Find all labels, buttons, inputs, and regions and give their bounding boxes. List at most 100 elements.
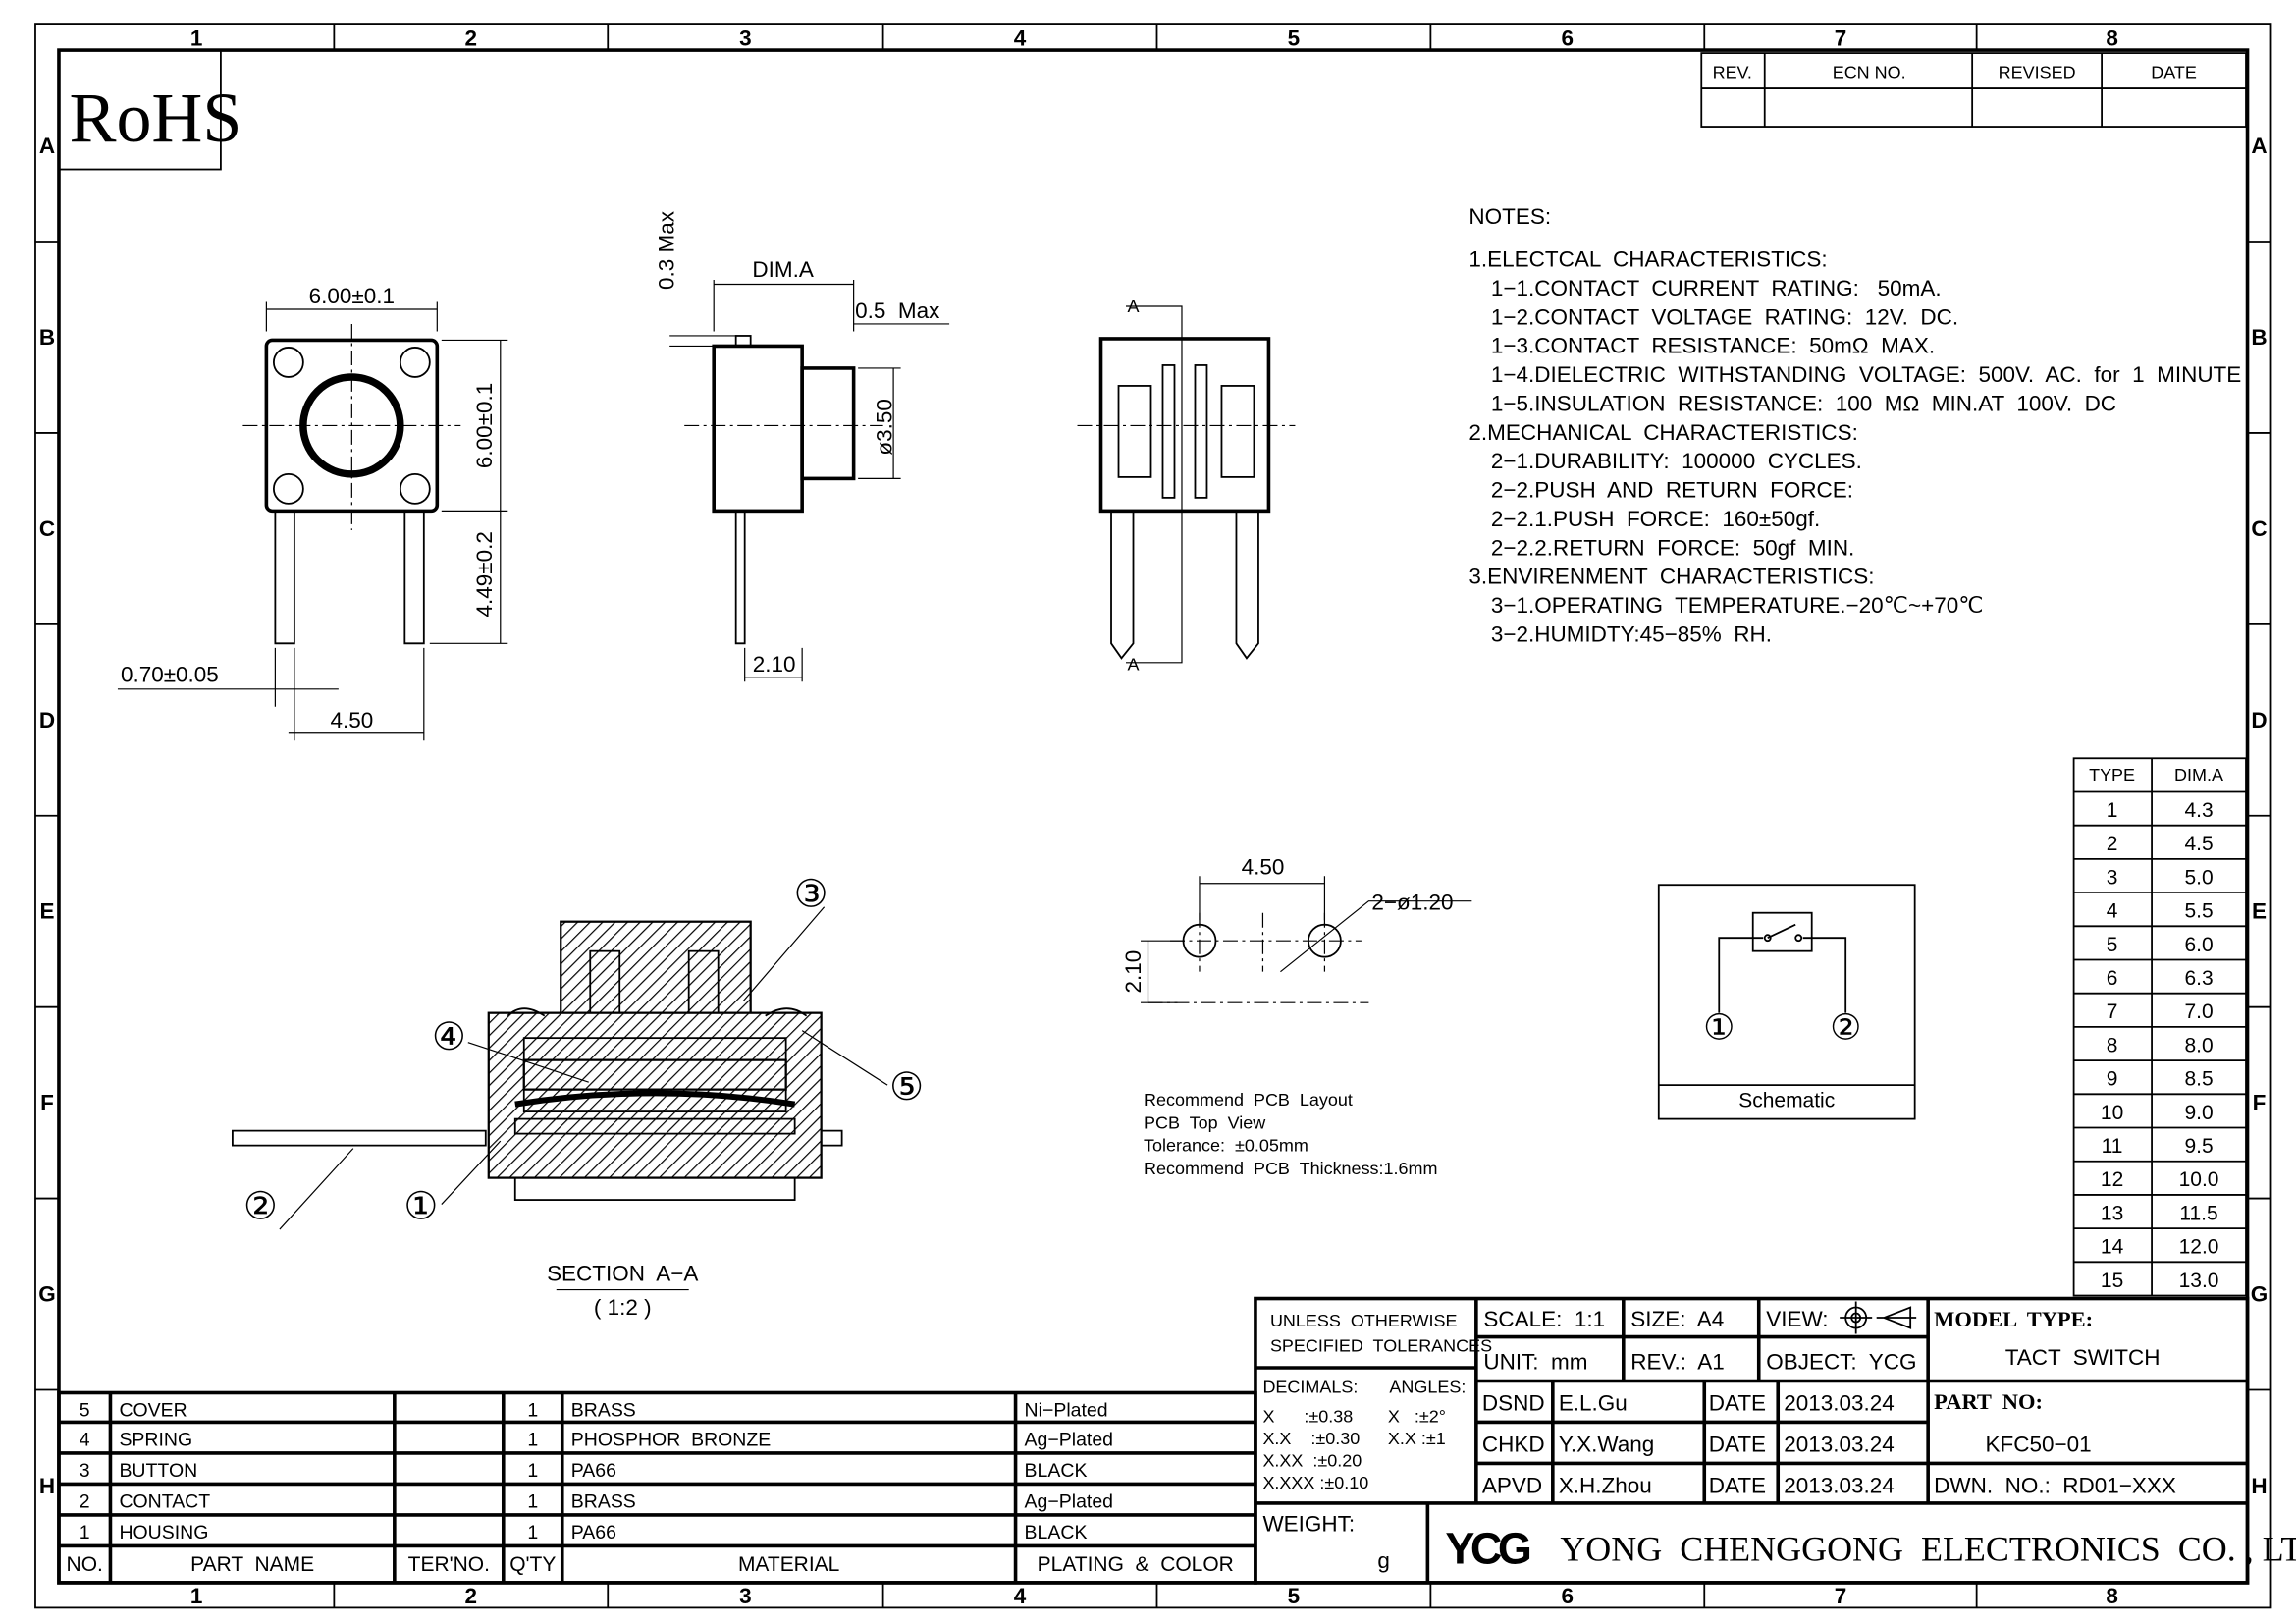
dim-a-cell: 7.0 [2184,1001,2213,1023]
zone-row-label: H [39,1474,55,1498]
zone-column-label: 5 [1288,1584,1301,1608]
signoff-date-label: DATE [1709,1473,1766,1497]
pcb-hole: 2−ø1.20 [1371,891,1453,915]
weight-unit: g [1377,1548,1390,1573]
parts-header: NO. [67,1553,103,1576]
view: VIEW: [1766,1307,1828,1331]
parts-header: Q'TY [509,1553,556,1576]
type-cell: 4 [2107,900,2118,923]
parts-cell: COVER [119,1399,187,1421]
zone-row-label: F [2253,1091,2267,1115]
dim-a-cell: 5.5 [2184,900,2213,923]
outer-border [34,23,2272,1609]
decimal-tol-3: X.XX :±0.20 [1262,1450,1362,1470]
zone-row-label: G [2251,1282,2269,1307]
dim-top-width: 6.00±0.1 [309,284,395,308]
zone-row-label: E [2252,899,2267,924]
dim-a-cell: 8.5 [2184,1068,2213,1091]
parts-cell: BRASS [571,1399,636,1421]
zone-row-label: A [2251,134,2267,158]
zone-row-label: C [39,516,55,541]
zone-row-label: B [2251,325,2267,350]
projection-symbol-icon [1840,1301,1917,1334]
parts-cell: 1 [527,1460,538,1482]
zone-row-label: D [39,708,55,732]
signoff-date: 2013.03.24 [1784,1432,1895,1456]
note-line: 3.ENVIRENMENT CHARACTERISTICS: [1468,565,1874,589]
parts-cell: Ag−Plated [1025,1490,1113,1512]
parts-header: PART NAME [190,1553,314,1576]
type-cell: 10 [2101,1102,2123,1124]
company-name: YONG CHENGGONG ELECTRONICS CO. , LTD. [1560,1529,2296,1568]
zone-column-label: 4 [1014,27,1027,51]
note-line: 3−2.HUMIDTY:45−85% RH. [1491,623,1772,647]
parts-cell: BUTTON [119,1460,197,1482]
angle-tol-2: X.X :±1 [1388,1429,1446,1448]
type-cell: 15 [2101,1270,2123,1292]
zone-column-label: 2 [465,1584,478,1608]
note-line: 1.ELECTCAL CHARACTERISTICS: [1468,246,1827,271]
zone-row-label: B [39,325,55,350]
signoff-name: Y.X.Wang [1559,1432,1655,1456]
parts-cell: 1 [527,1522,538,1543]
top-view: 6.00±0.1 6.00±0.1 4.49±0.2 0.70±0.05 4.5… [117,284,508,741]
dim-a-cell: 8.0 [2184,1034,2213,1056]
type-cell: 13 [2101,1202,2123,1224]
parts-header: PLATING & COLOR [1038,1553,1234,1576]
type-cell: 5 [2107,934,2118,956]
model-type: TACT SWITCH [2005,1345,2161,1370]
section-a-top: A [1128,297,1140,316]
parts-cell: BLACK [1025,1460,1088,1482]
notes: NOTES: 1.ELECTCAL CHARACTERISTICS:1−1.CO… [1468,204,2241,647]
type-cell: 9 [2107,1068,2118,1091]
zone-grid [34,24,2271,1608]
revision: REV.: A1 [1630,1350,1724,1375]
note-line: 1−1.CONTACT CURRENT RATING: 50mA. [1491,276,1942,300]
type-header: TYPE [2089,765,2135,785]
signoff-date-label: DATE [1709,1432,1766,1456]
zone-row-label: H [2251,1474,2267,1498]
signoff-date: 2013.03.24 [1784,1473,1895,1497]
dim-lead-pitch: 4.50 [330,708,373,732]
section-scale: ( 1:2 ) [594,1295,652,1320]
note-line: 3−1.OPERATING TEMPERATURE.−20℃~+70℃ [1491,593,1984,618]
pcb-note: Recommend PCB Layout [1144,1090,1353,1110]
dim-a-cell: 6.3 [2184,967,2213,990]
zone-row-label: A [39,134,55,158]
note-line: 2−2.1.PUSH FORCE: 160±50gf. [1491,507,1820,531]
schematic-pin-2: ② [1830,1007,1861,1048]
dim-a-cell: 6.0 [2184,934,2213,956]
dim-lead-length: 4.49±0.2 [472,531,497,617]
dim-a-cell: 10.0 [2179,1168,2219,1191]
front-view: A A [1077,297,1296,674]
zone-column-label: 8 [2106,1584,2118,1608]
parts-cell: 4 [80,1429,90,1450]
parts-cell: HOUSING [119,1522,208,1543]
angle-tol-1: X :±2° [1388,1406,1446,1426]
zone-column-label: 1 [190,27,203,51]
part-no: KFC50−01 [1986,1432,2092,1456]
tolerance-title-2: SPECIFIED TOLERANCES [1270,1336,1492,1356]
dim-a-cell: 4.5 [2184,833,2213,855]
pcb-pitch: 4.50 [1242,855,1285,880]
signoff-role: DSND [1482,1390,1545,1415]
type-cell: 7 [2107,1001,2118,1023]
pcb-note: PCB Top View [1144,1112,1266,1132]
parts-cell: SPRING [119,1429,192,1450]
section-title: SECTION A−A [547,1262,698,1286]
part-no-label: PART NO: [1934,1389,2043,1414]
pcb-layout: 4.50 2−ø1.20 2.10 Recommend PCB LayoutPC… [1121,855,1472,1178]
parts-cell: PA66 [571,1522,616,1543]
parts-cell: 1 [80,1522,90,1543]
decimal-tol-4: X.XXX :±0.10 [1262,1473,1368,1492]
dim-a-cell: 5.0 [2184,866,2213,889]
type-cell: 11 [2102,1135,2123,1158]
drawing-number: DWN. NO.: RD01−XXX [1934,1473,2176,1497]
dim-a-cell: 12.0 [2179,1236,2219,1259]
parts-cell: 2 [80,1490,90,1512]
parts-cell: BLACK [1025,1522,1088,1543]
note-line: 2−1.DURABILITY: 100000 CYCLES. [1491,449,1862,473]
